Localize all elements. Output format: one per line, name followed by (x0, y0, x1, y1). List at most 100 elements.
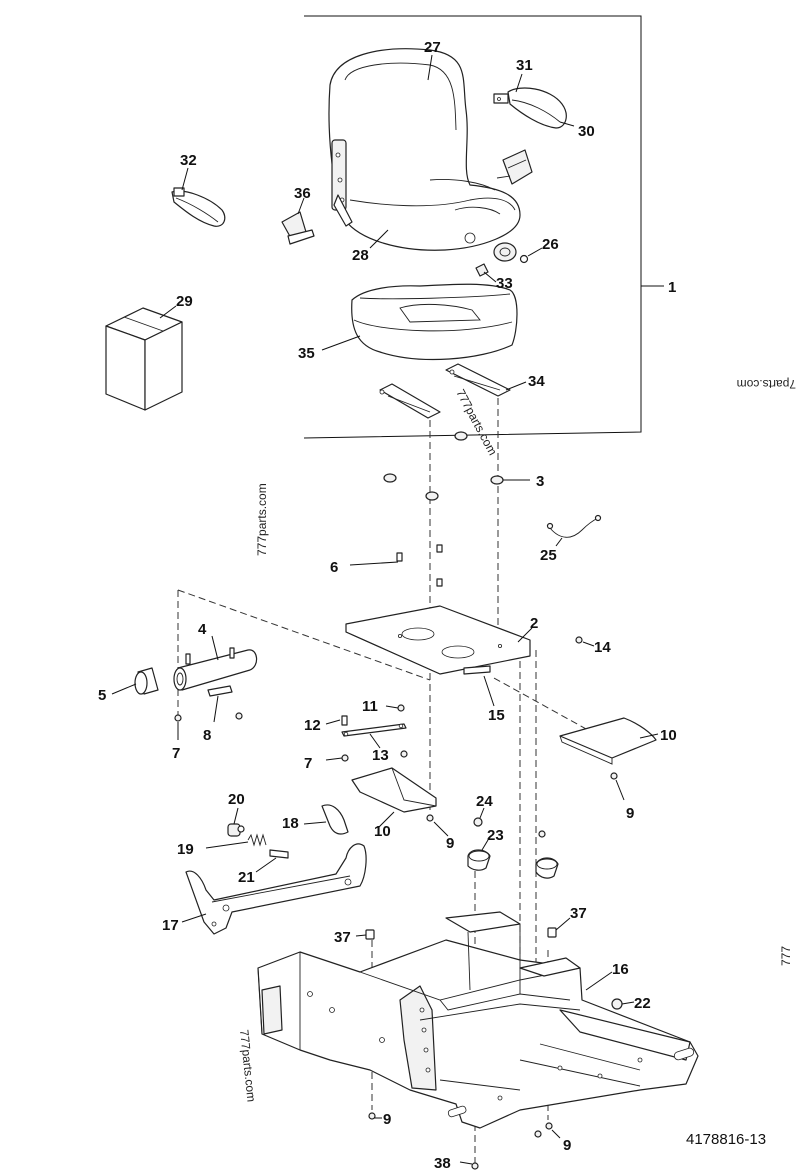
leader-28 (369, 229, 389, 249)
seat-cushion (328, 48, 521, 251)
nut-9-center (426, 814, 434, 822)
leader-11 (385, 705, 399, 709)
seat-rail-right (445, 363, 511, 397)
leader-9a (615, 779, 625, 801)
figure-number: 4178816-13 (686, 1131, 766, 1148)
align-dash-right (493, 677, 589, 731)
callout-20: 20 (228, 791, 245, 808)
nut-9-bottom-right (545, 1122, 553, 1130)
leader-34 (505, 381, 527, 391)
leader-8 (213, 695, 219, 723)
callout-31: 31 (516, 57, 533, 74)
callout-30: 30 (578, 123, 595, 140)
callout-15: 15 (488, 707, 505, 724)
nut-9-bottom-left (368, 1112, 376, 1120)
callout-23: 23 (487, 827, 504, 844)
callout-22: 22 (634, 995, 651, 1012)
leader-17 (181, 913, 207, 923)
nut-14 (575, 636, 583, 644)
nut-misc (534, 1130, 542, 1138)
spring-19 (247, 833, 267, 847)
callout-8: 8 (203, 727, 211, 744)
seat-pan (351, 283, 518, 361)
leader-21 (255, 857, 277, 873)
callout-18: 18 (282, 815, 299, 832)
link-13 (341, 723, 407, 737)
watermark-diagonal-center: 777parts.com (453, 387, 499, 458)
callout-13: 13 (372, 747, 389, 764)
leader-27 (427, 54, 433, 81)
watermark-right-edge: 777 (779, 946, 793, 966)
leader-12 (325, 719, 341, 725)
leader-18 (303, 821, 327, 825)
callout-37b: 37 (570, 905, 587, 922)
seat-belt-latch (281, 211, 315, 245)
leader-31 (515, 73, 523, 93)
knob-20 (227, 823, 245, 837)
bushing-23b (535, 857, 559, 879)
leader-7b (325, 757, 343, 761)
callout-37a: 37 (334, 929, 351, 946)
leader-14 (582, 641, 595, 647)
callout-32: 32 (180, 152, 197, 169)
callout-26: 26 (542, 236, 559, 253)
nut-7-left (174, 714, 182, 722)
leader-10b (377, 811, 395, 829)
nut-24 (473, 817, 483, 827)
bolt-12 (341, 715, 348, 726)
callout-21: 21 (238, 869, 255, 886)
callout-12: 12 (304, 717, 321, 734)
callout-9b: 9 (446, 835, 454, 852)
main-frame (257, 911, 699, 1129)
seat-assembly-bracket (303, 15, 642, 439)
shield-center (351, 767, 437, 813)
bolt-37-right (547, 927, 557, 938)
leader-13 (369, 733, 381, 749)
callout-19: 19 (177, 841, 194, 858)
callout-7b: 7 (304, 755, 312, 772)
callout-25: 25 (540, 547, 557, 564)
callout-24: 24 (476, 793, 493, 810)
bolt-37-left (365, 929, 375, 940)
callout-38: 38 (434, 1155, 451, 1172)
callout-36: 36 (294, 185, 311, 202)
lever-arm (185, 843, 367, 935)
nut-38 (471, 1162, 479, 1170)
leader-32 (181, 167, 189, 191)
pin-21 (269, 849, 289, 859)
nut-13 (400, 750, 408, 758)
pin-15 (463, 665, 491, 675)
leader-2 (517, 627, 533, 643)
shield-right (559, 717, 657, 765)
seat-mounting-plate (345, 605, 531, 675)
seat-rail-left (379, 383, 441, 419)
leader-24 (479, 807, 485, 819)
carton-box (105, 307, 183, 411)
leader-29 (159, 305, 177, 319)
callout-35: 35 (298, 345, 315, 362)
leader-37b (555, 917, 571, 931)
tube-4 (173, 647, 258, 691)
nut-7-mid (235, 712, 243, 720)
leader-30 (559, 121, 575, 127)
nut-7-right (341, 754, 349, 762)
callout-9a: 9 (626, 805, 634, 822)
leader-19 (205, 841, 249, 849)
callout-14: 14 (594, 639, 611, 656)
leader-5 (111, 683, 137, 695)
plate-8 (207, 685, 233, 697)
leader-25 (555, 537, 563, 547)
leader-10a (639, 733, 659, 739)
wire-harness (546, 514, 602, 538)
callout-6: 6 (330, 559, 338, 576)
callout-9d: 9 (563, 1137, 571, 1154)
callout-2: 2 (530, 615, 538, 632)
nut-22 (611, 998, 623, 1010)
bushing-5 (134, 667, 159, 695)
armrest-left (171, 187, 226, 227)
nut-upper (538, 830, 546, 838)
leader-37a (355, 934, 367, 937)
callout-10b: 10 (374, 823, 391, 840)
leader-22 (621, 1001, 635, 1005)
leader-26 (527, 247, 543, 257)
